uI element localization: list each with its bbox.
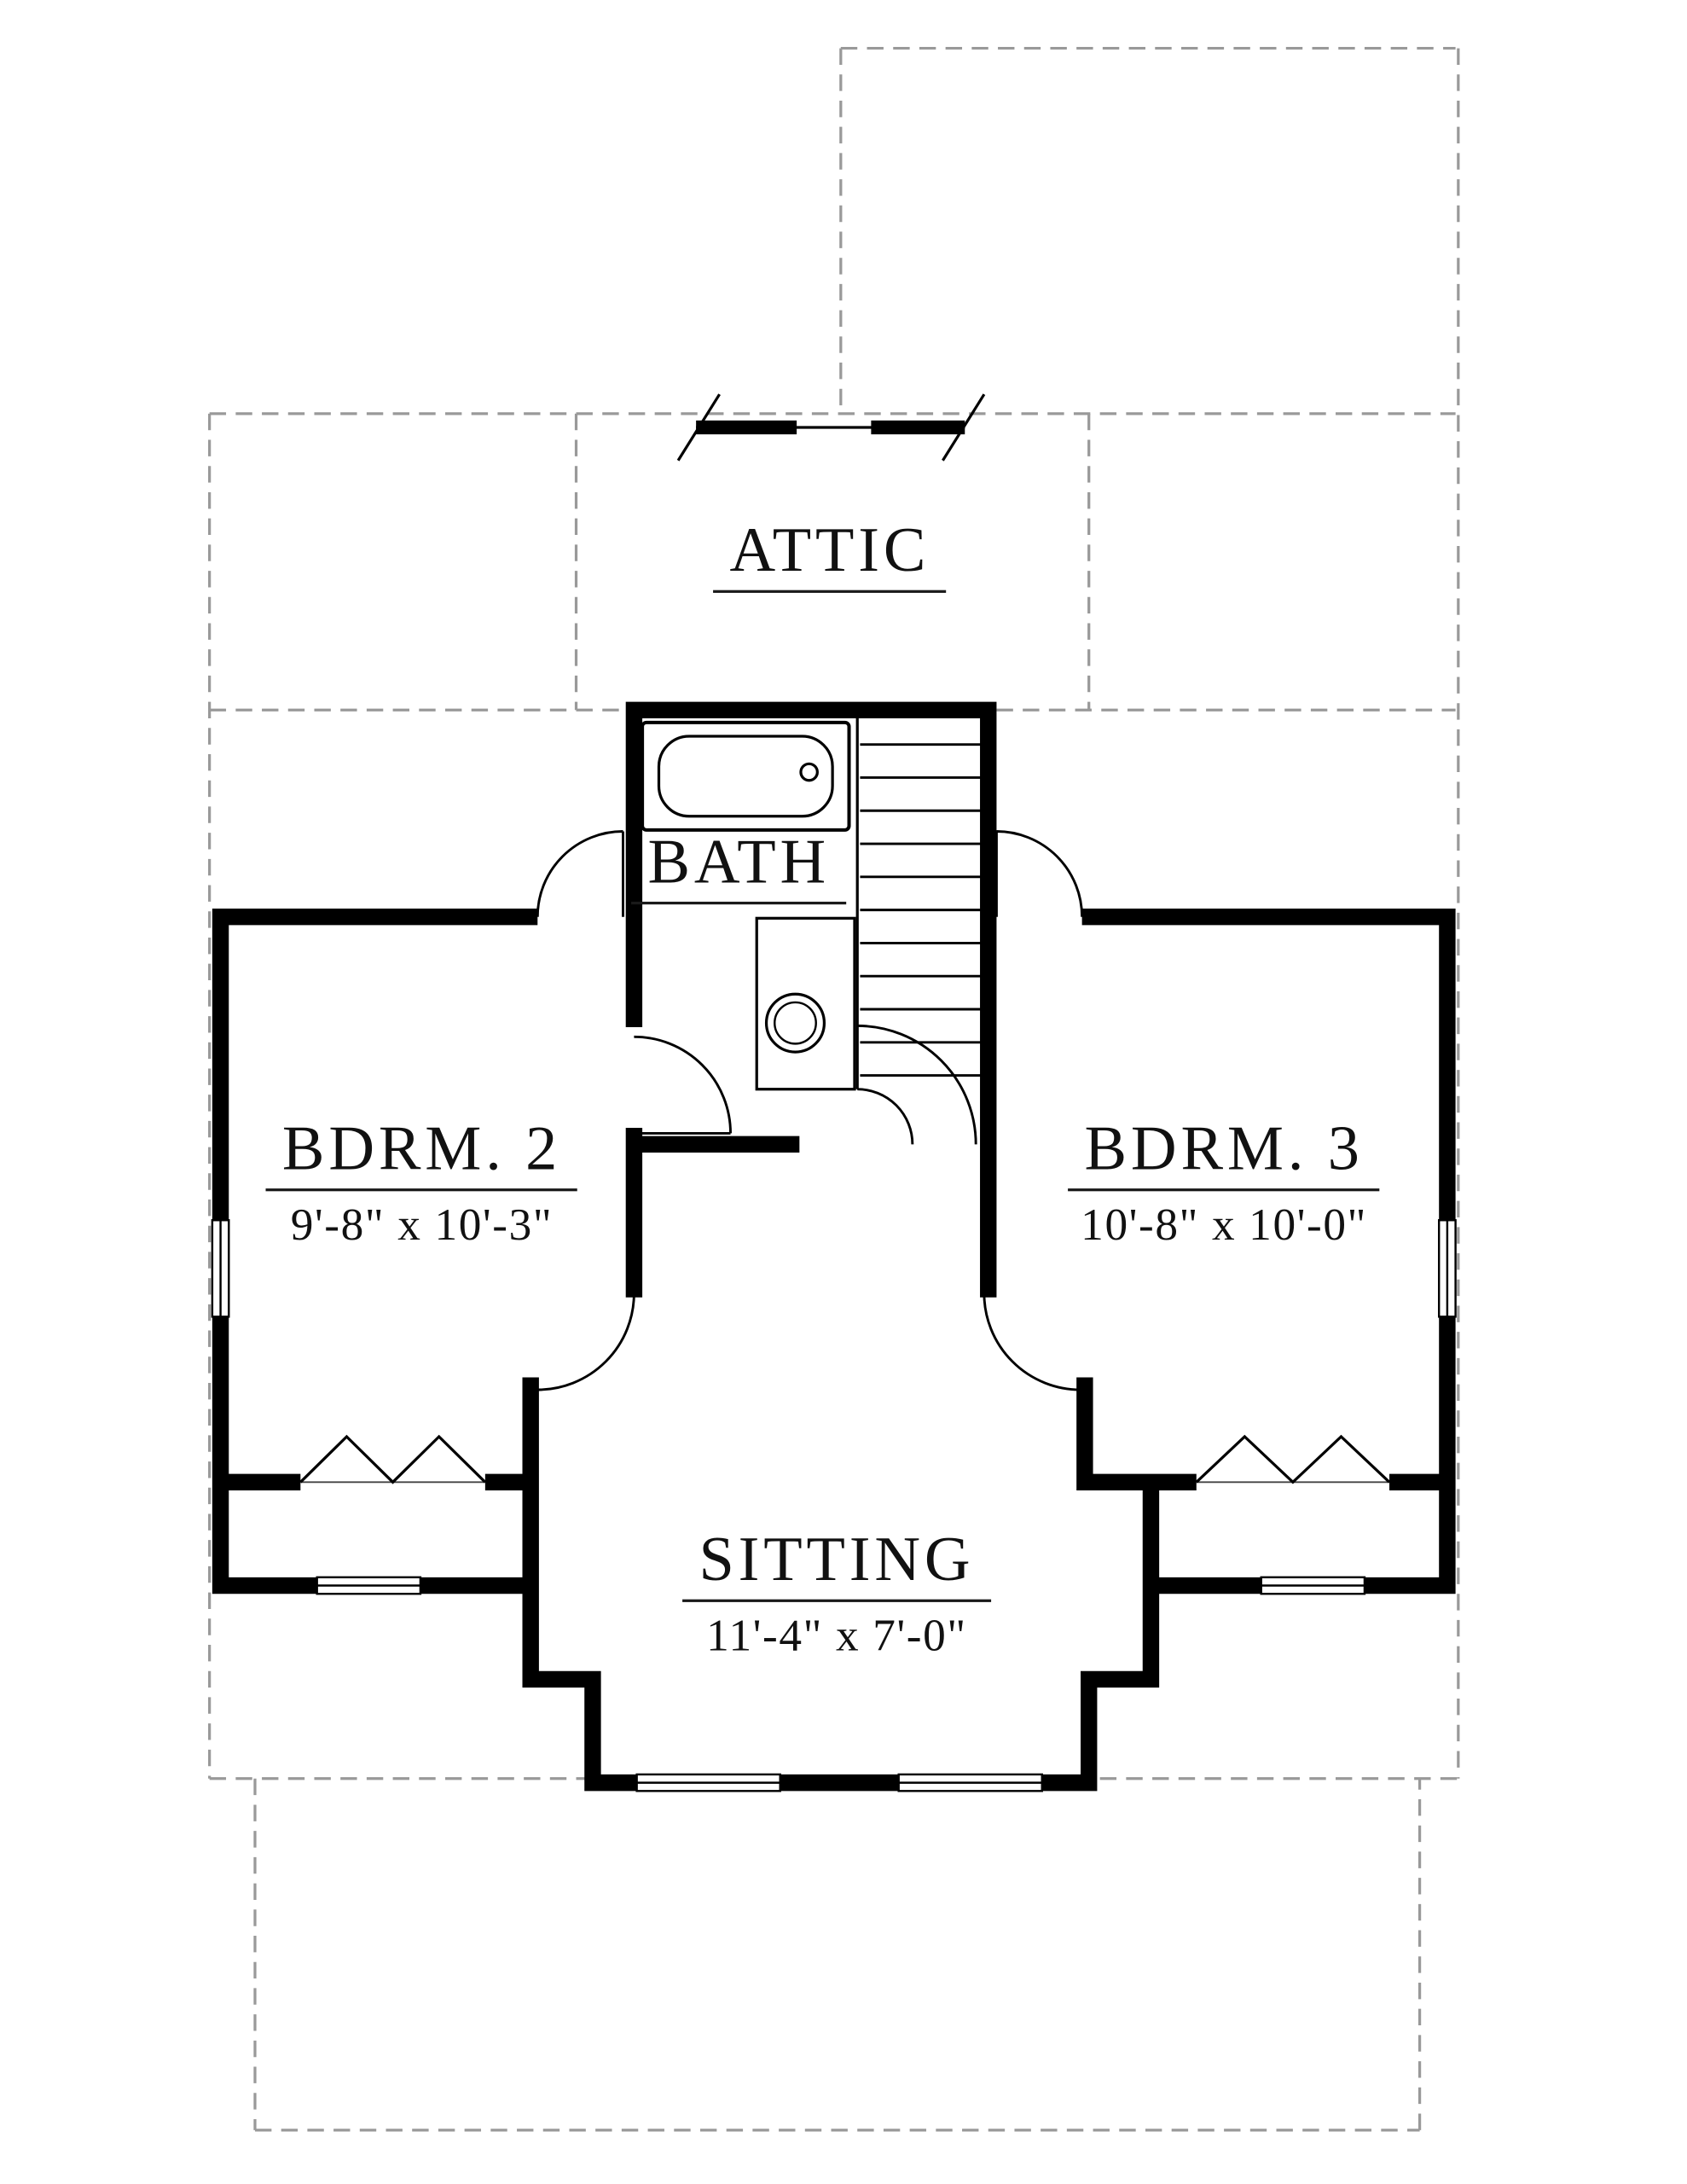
door-bdrm3 — [994, 830, 1084, 917]
bathtub-basin — [657, 735, 834, 818]
vanity-cabinet — [755, 916, 856, 1091]
walls — [212, 701, 1456, 1792]
room-name-attic: ATTIC — [713, 518, 947, 593]
room-dims-sitting: 11'-4" x 7'-0" — [706, 1612, 967, 1662]
vanity-sink — [755, 916, 856, 1091]
door-sitting-left — [537, 1292, 635, 1391]
door-swings — [536, 830, 1084, 1391]
stair-treads — [860, 743, 986, 1077]
sink-bowl-inner — [774, 1001, 817, 1045]
room-label-bdrm2: BDRM. 2 9'-8" x 10'-3" — [265, 1116, 578, 1251]
interior-walls — [625, 701, 997, 1298]
roof-upper-outline — [208, 412, 1456, 1779]
bifold-right — [1195, 1434, 1391, 1484]
attic-front-wall — [676, 393, 986, 462]
room-name-sitting: SITTING — [682, 1527, 991, 1602]
exterior-walls — [212, 909, 1456, 1792]
room-name-bdrm3: BDRM. 3 — [1068, 1116, 1381, 1192]
staircase — [855, 717, 986, 1145]
room-label-attic: ATTIC — [713, 518, 947, 593]
roofline-dashed-outline — [208, 46, 1460, 2132]
wall-break-marks — [676, 393, 986, 462]
door-sitting-right — [983, 1292, 1081, 1391]
room-name-bath: BATH — [631, 829, 847, 905]
door-bath — [634, 1035, 732, 1135]
sink-bowl-outer — [764, 992, 826, 1054]
windows — [211, 1219, 1457, 1792]
stair-winder-treads — [857, 1024, 977, 1145]
door-bdrm2 — [536, 830, 624, 917]
room-label-bath: BATH — [631, 829, 847, 905]
room-dims-bdrm2: 9'-8" x 10'-3" — [290, 1200, 554, 1251]
room-label-bdrm3: BDRM. 3 10'-8" x 10'-0" — [1068, 1116, 1381, 1251]
room-dims-bdrm3: 10'-8" x 10'-0" — [1081, 1200, 1368, 1251]
room-label-sitting: SITTING 11'-4" x 7'-0" — [682, 1527, 991, 1662]
bifold-left — [299, 1434, 487, 1484]
bathtub — [641, 720, 851, 832]
closet-bifold-doors — [299, 1434, 1391, 1484]
roof-lower-outline — [209, 1777, 1458, 2132]
bathtub-drain — [799, 762, 819, 782]
room-name-bdrm2: BDRM. 2 — [265, 1116, 578, 1192]
roof-dormer-top-outline — [839, 46, 1460, 1779]
